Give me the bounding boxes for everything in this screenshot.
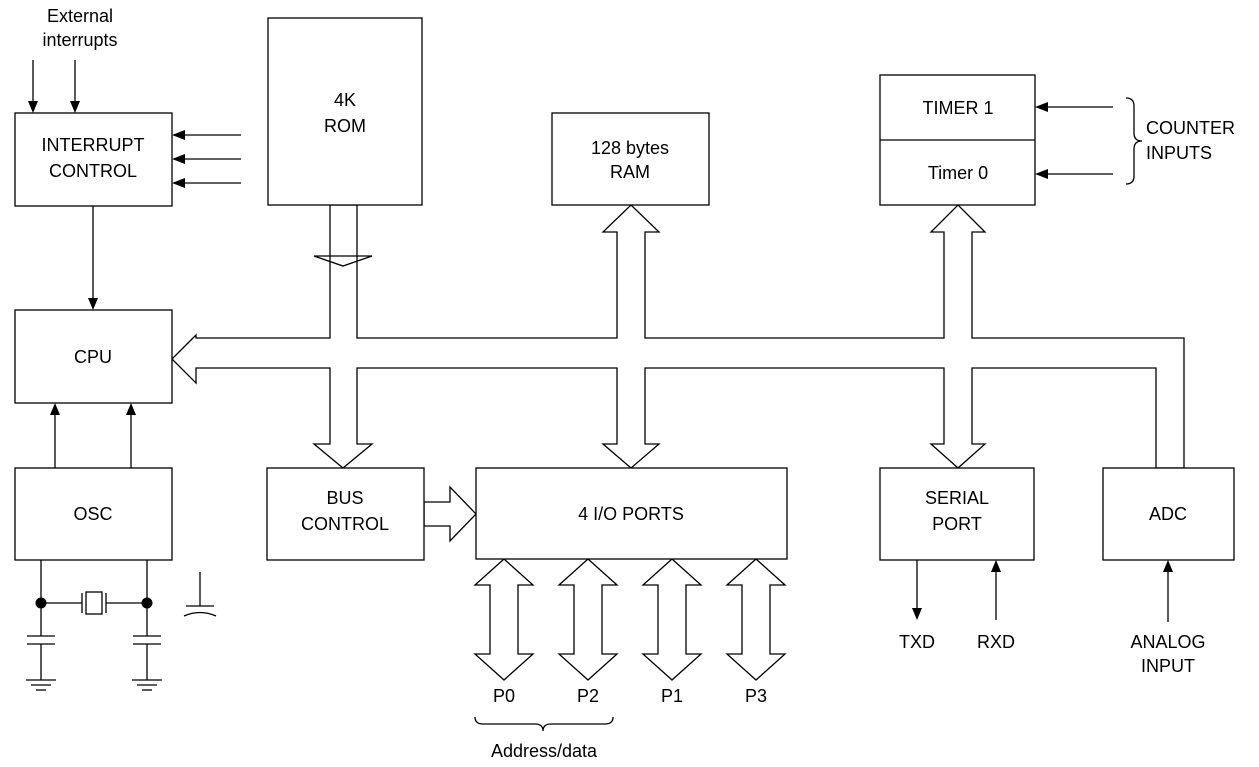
counter-input-arrows (1035, 102, 1113, 179)
osc-label: OSC (73, 504, 112, 524)
timer0-label: Timer 0 (928, 163, 988, 183)
cpu-label: CPU (74, 347, 112, 367)
analog-input-arrow (1163, 560, 1173, 622)
port-p3-label: P3 (745, 686, 767, 706)
interrupt-control-label-1: INTERRUPT (42, 135, 145, 155)
ram-label-2: RAM (610, 162, 650, 182)
rom-bus-stub (329, 204, 358, 257)
interrupt-to-cpu-arrow (88, 206, 98, 310)
port-p3-bus (725, 558, 787, 681)
osc-block: OSC (14, 467, 173, 561)
bus-control-block: BUS CONTROL (266, 467, 425, 561)
external-interrupts: External interrupts (28, 6, 118, 113)
crystal-circuit (26, 560, 162, 691)
serial-port-label-2: PORT (932, 514, 982, 534)
ram-block: 128 bytes RAM (551, 112, 710, 206)
rxd-arrow (991, 560, 1001, 620)
port-p1-bus (641, 558, 703, 681)
external-interrupts-label-2: interrupts (42, 30, 117, 50)
timer-block: TIMER 1 Timer 0 (879, 74, 1036, 206)
antenna-symbol (183, 572, 217, 617)
counter-inputs-brace (1125, 97, 1143, 185)
bus-control-label-2: CONTROL (301, 514, 389, 534)
counter-inputs-label-2: INPUTS (1146, 143, 1212, 163)
address-data-label: Address/data (491, 741, 598, 761)
rom-label-2: ROM (324, 116, 366, 136)
io-ports-block: 4 I/O PORTS (475, 467, 788, 560)
io-ports-label: 4 I/O PORTS (578, 504, 684, 524)
address-data-brace (474, 716, 614, 732)
txd-label: TXD (899, 632, 935, 652)
analog-input-label-2: INPUT (1141, 656, 1195, 676)
interrupt-control-block: INTERRUPT CONTROL (14, 112, 173, 207)
osc-to-cpu-arrows (50, 403, 136, 468)
cpu-block: CPU (14, 309, 173, 404)
bus-control-label-1: BUS (326, 488, 363, 508)
port-p2-bus (557, 558, 619, 681)
rxd-label: RXD (977, 632, 1015, 652)
port-p1-label: P1 (661, 686, 683, 706)
interrupt-input-arrows (172, 130, 241, 188)
port-p0-label: P0 (493, 686, 515, 706)
serial-port-label-1: SERIAL (925, 488, 989, 508)
timer1-label: TIMER 1 (922, 98, 993, 118)
serial-port-block: SERIAL PORT (879, 467, 1035, 561)
port-buses (473, 558, 787, 681)
adc-label: ADC (1149, 504, 1187, 524)
adc-block: ADC (1102, 467, 1235, 561)
port-p2-label: P2 (577, 686, 599, 706)
txd-arrow (912, 560, 922, 620)
rom-block: 4K ROM (267, 17, 423, 206)
rom-label-1: 4K (334, 90, 356, 110)
bus-control-to-ports-arrow (423, 485, 477, 543)
counter-inputs-label-1: COUNTER (1146, 118, 1235, 138)
internal-bus (171, 204, 1185, 469)
ram-label-1: 128 bytes (591, 138, 669, 158)
port-p0-bus (473, 558, 535, 681)
interrupt-control-label-2: CONTROL (49, 161, 137, 181)
analog-input-label-1: ANALOG (1130, 632, 1205, 652)
external-interrupts-label-1: External (47, 6, 113, 26)
